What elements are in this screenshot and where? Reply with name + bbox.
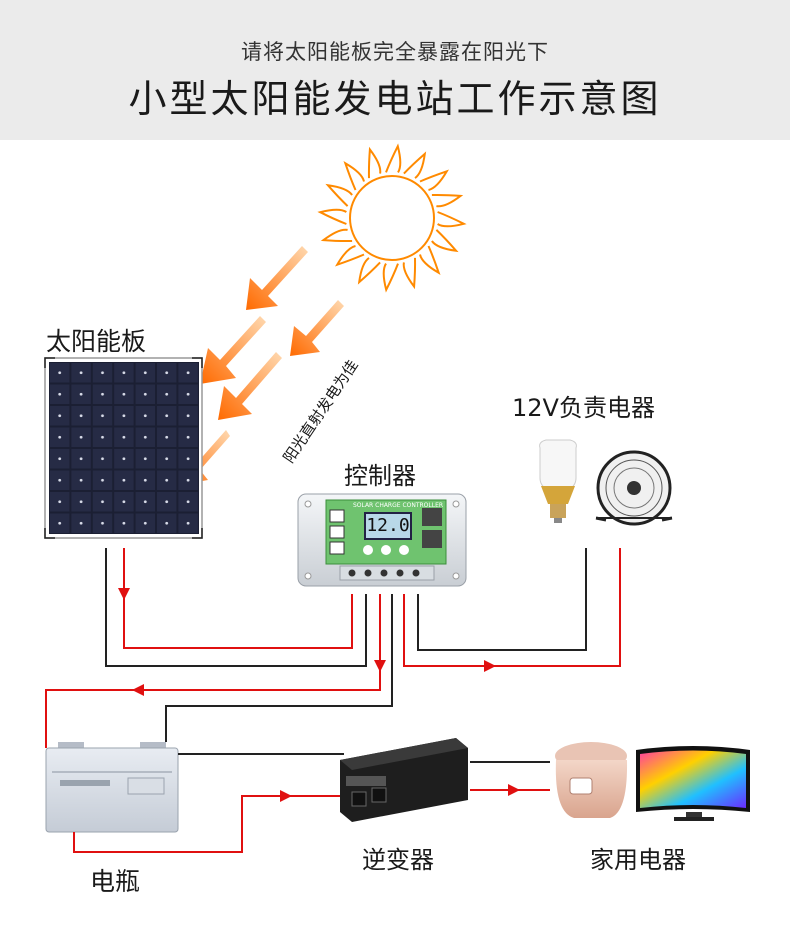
home-appliances-label: 家用电器	[590, 846, 686, 874]
inverter-icon	[340, 738, 468, 822]
sun-ray	[437, 211, 467, 228]
flow-arrow-right	[508, 784, 520, 796]
battery-label: 电瓶	[90, 867, 141, 896]
wire-panel-negative	[105, 548, 367, 667]
sun-ray	[317, 208, 347, 225]
wiring	[45, 548, 621, 853]
sun-ray	[431, 193, 464, 208]
page-title: 小型太阳能发电站工作示意图	[128, 77, 662, 121]
sunlight-arrow	[200, 316, 266, 384]
controller-brand-text: SOLAR CHARGE CONTROLLER	[352, 502, 444, 509]
sun-ray	[419, 169, 449, 191]
rice-cooker-icon	[555, 742, 628, 818]
sun-ray	[367, 146, 382, 179]
sun-ray	[325, 183, 353, 207]
controller-display: 12.0	[364, 512, 412, 540]
fan-icon	[595, 450, 673, 526]
sun-icon	[317, 143, 467, 293]
sun-ray	[357, 257, 381, 285]
flow-arrow-right	[280, 790, 292, 802]
solar-panel-label: 太阳能板	[46, 327, 147, 356]
bulb-icon	[539, 439, 577, 523]
sun-ray	[402, 257, 417, 290]
sun-ray	[403, 151, 427, 179]
sunlight-arrow	[218, 352, 282, 420]
battery-icon	[45, 742, 179, 833]
wire-load-negative	[417, 548, 587, 651]
sun-ray	[431, 229, 459, 253]
sun-ray	[419, 245, 441, 275]
flow-arrow-down	[374, 660, 386, 672]
flow-arrow-down	[118, 588, 130, 600]
sunlight-arrow	[246, 246, 308, 310]
controller-label: 控制器	[344, 462, 416, 490]
wire-load-positive	[403, 548, 621, 667]
sun-ray	[320, 228, 353, 243]
flow-arrows	[118, 588, 520, 802]
header-banner: 请将太阳能板完全暴露在阳光下 小型太阳能发电站工作示意图	[0, 0, 790, 140]
sun-ray	[335, 245, 365, 267]
wire-inverter-positive	[73, 795, 340, 853]
sun-ray	[382, 263, 399, 293]
wire-battery-negative	[165, 594, 393, 742]
subtitle: 请将太阳能板完全暴露在阳光下	[241, 40, 549, 64]
sun-ray	[385, 143, 402, 173]
sunlight-arrow	[290, 300, 344, 356]
dc-loads-label: 12V负责电器	[512, 394, 655, 422]
solar-panel-icon	[44, 357, 203, 539]
sun-ray	[343, 161, 365, 191]
flow-arrow-left	[132, 684, 144, 696]
inverter-label: 逆变器	[362, 846, 434, 874]
wire-battery-positive	[45, 594, 381, 748]
flow-arrow-right	[484, 660, 496, 672]
tv-icon	[636, 746, 750, 821]
